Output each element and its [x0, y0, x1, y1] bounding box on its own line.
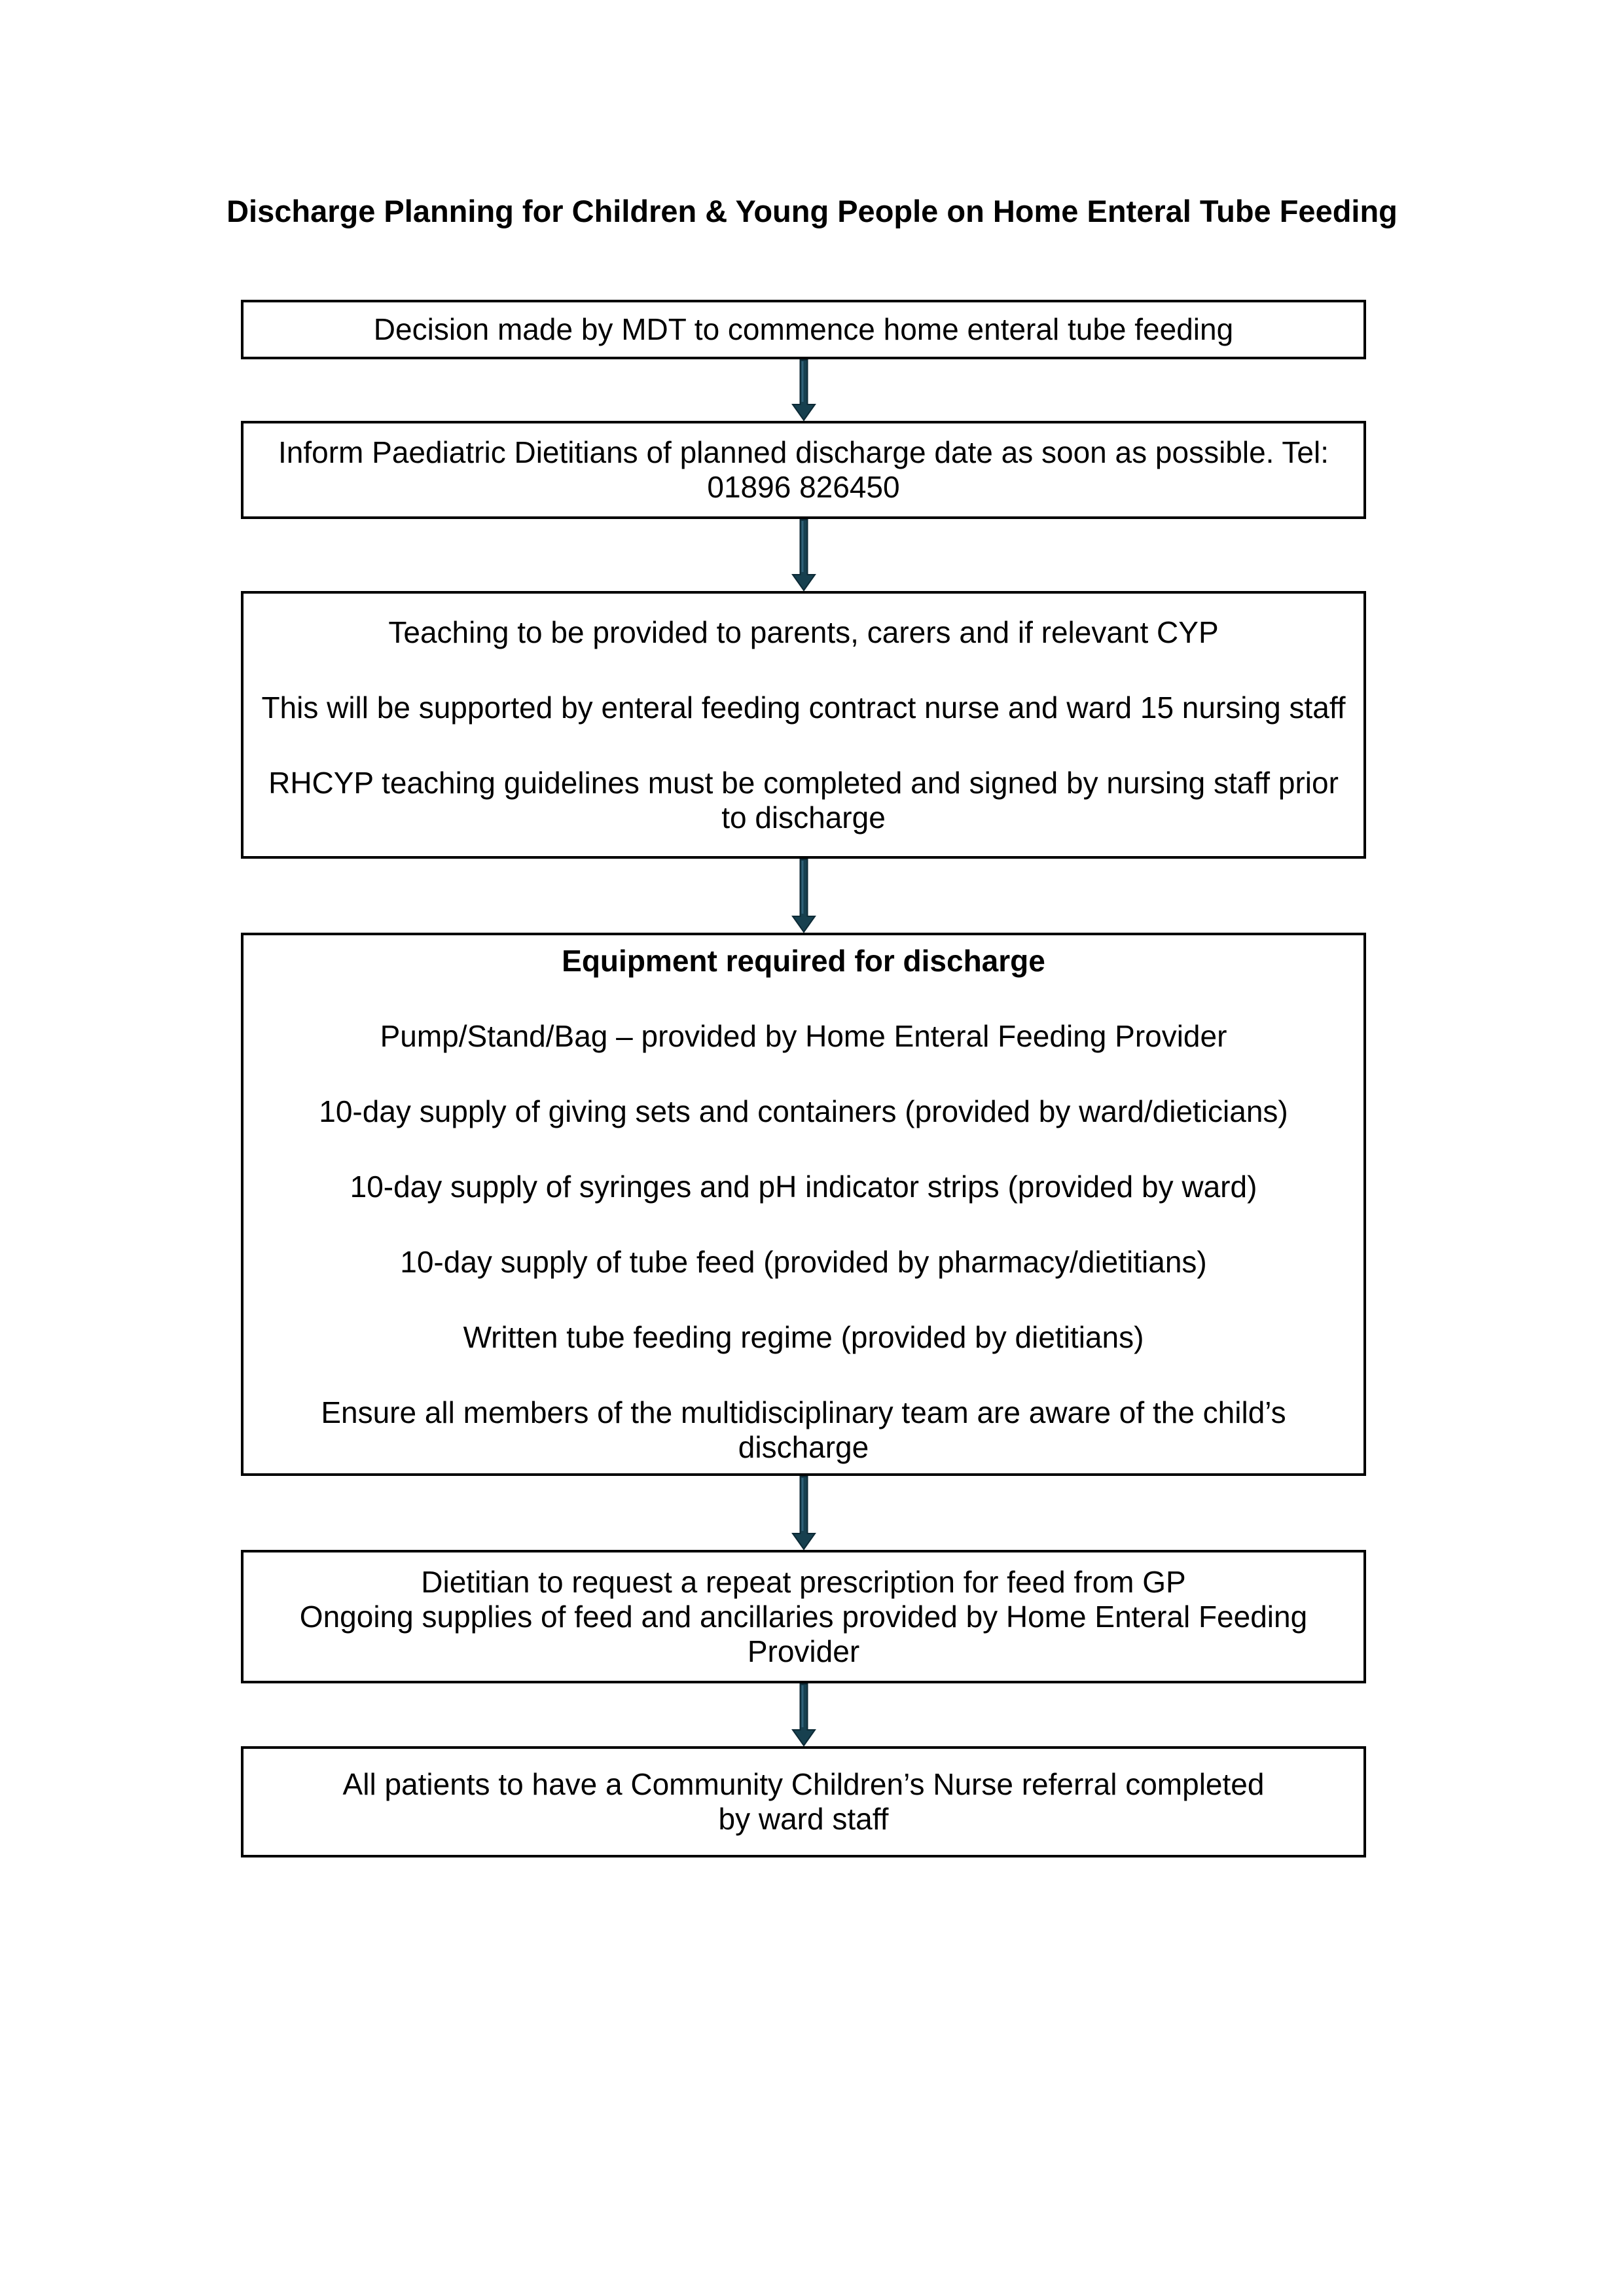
down-arrow-icon	[791, 1476, 816, 1550]
flow-box-equipment: Equipment required for discharge Pump/St…	[241, 933, 1366, 1476]
box-text: 10-day supply of tube feed (provided by …	[400, 1245, 1207, 1279]
page-title: Discharge Planning for Children & Young …	[226, 194, 1398, 228]
flow-box-ccn-referral: All patients to have a Community Childre…	[241, 1746, 1366, 1857]
flow-box-teaching: Teaching to be provided to parents, care…	[241, 591, 1366, 859]
box-text: This will be supported by enteral feedin…	[261, 690, 1346, 725]
flowchart: Decision made by MDT to commence home en…	[241, 300, 1366, 1857]
down-arrow-icon	[791, 519, 816, 591]
box-text: All patients to have a Community Childre…	[342, 1767, 1265, 1836]
flow-connector	[241, 359, 1366, 421]
flow-box-inform-dietitians: Inform Paediatric Dietitians of planned …	[241, 421, 1366, 519]
box-text: Inform Paediatric Dietitians of planned …	[278, 435, 1329, 504]
box-text: Ensure all members of the multidisciplin…	[321, 1395, 1286, 1464]
box-text: Teaching to be provided to parents, care…	[388, 615, 1219, 649]
flow-box-prescription: Dietitian to request a repeat prescripti…	[241, 1550, 1366, 1683]
flow-connector	[241, 519, 1366, 591]
box-text: RHCYP teaching guidelines must be comple…	[268, 765, 1339, 834]
box-text: Decision made by MDT to commence home en…	[373, 312, 1234, 346]
box-text: Pump/Stand/Bag – provided by Home Entera…	[380, 1019, 1227, 1053]
box-text: Ongoing supplies of feed and ancillaries…	[299, 1599, 1308, 1668]
flow-connector	[241, 1683, 1366, 1746]
down-arrow-icon	[791, 859, 816, 933]
box-text: Written tube feeding regime (provided by…	[463, 1320, 1144, 1354]
box-text: Dietitian to request a repeat prescripti…	[421, 1564, 1186, 1599]
box-text: 10-day supply of giving sets and contain…	[319, 1094, 1288, 1128]
box-text: 10-day supply of syringes and pH indicat…	[350, 1170, 1257, 1204]
box-heading: Equipment required for discharge	[562, 944, 1045, 978]
flow-connector	[241, 1476, 1366, 1550]
flow-connector	[241, 859, 1366, 933]
down-arrow-icon	[791, 1683, 816, 1746]
flow-box-decision: Decision made by MDT to commence home en…	[241, 300, 1366, 359]
down-arrow-icon	[791, 359, 816, 421]
